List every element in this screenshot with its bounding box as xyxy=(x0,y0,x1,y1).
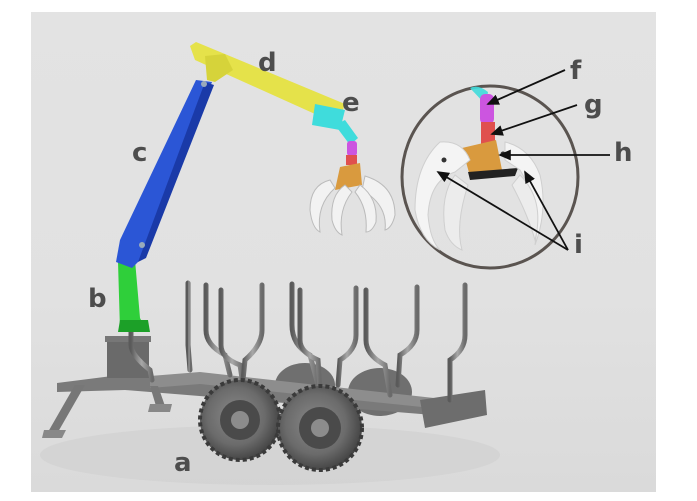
label-c: c xyxy=(132,138,148,168)
outer-boom xyxy=(190,42,345,118)
figure-panel xyxy=(31,12,656,492)
crane-column xyxy=(118,260,150,332)
label-a: a xyxy=(174,448,192,478)
crane-illustration xyxy=(40,42,610,485)
extension xyxy=(312,104,358,145)
main-boom xyxy=(116,80,214,268)
label-e: e xyxy=(342,88,360,118)
grapple-small xyxy=(309,141,396,236)
label-h: h xyxy=(614,138,633,168)
label-f: f xyxy=(570,56,582,86)
label-i: i xyxy=(574,230,583,260)
trailer-chassis xyxy=(42,280,487,472)
ground-shadow xyxy=(40,425,500,485)
label-d: d xyxy=(258,48,277,78)
label-g: g xyxy=(584,90,603,120)
label-b: b xyxy=(88,284,107,314)
magnified-inset xyxy=(400,69,610,270)
